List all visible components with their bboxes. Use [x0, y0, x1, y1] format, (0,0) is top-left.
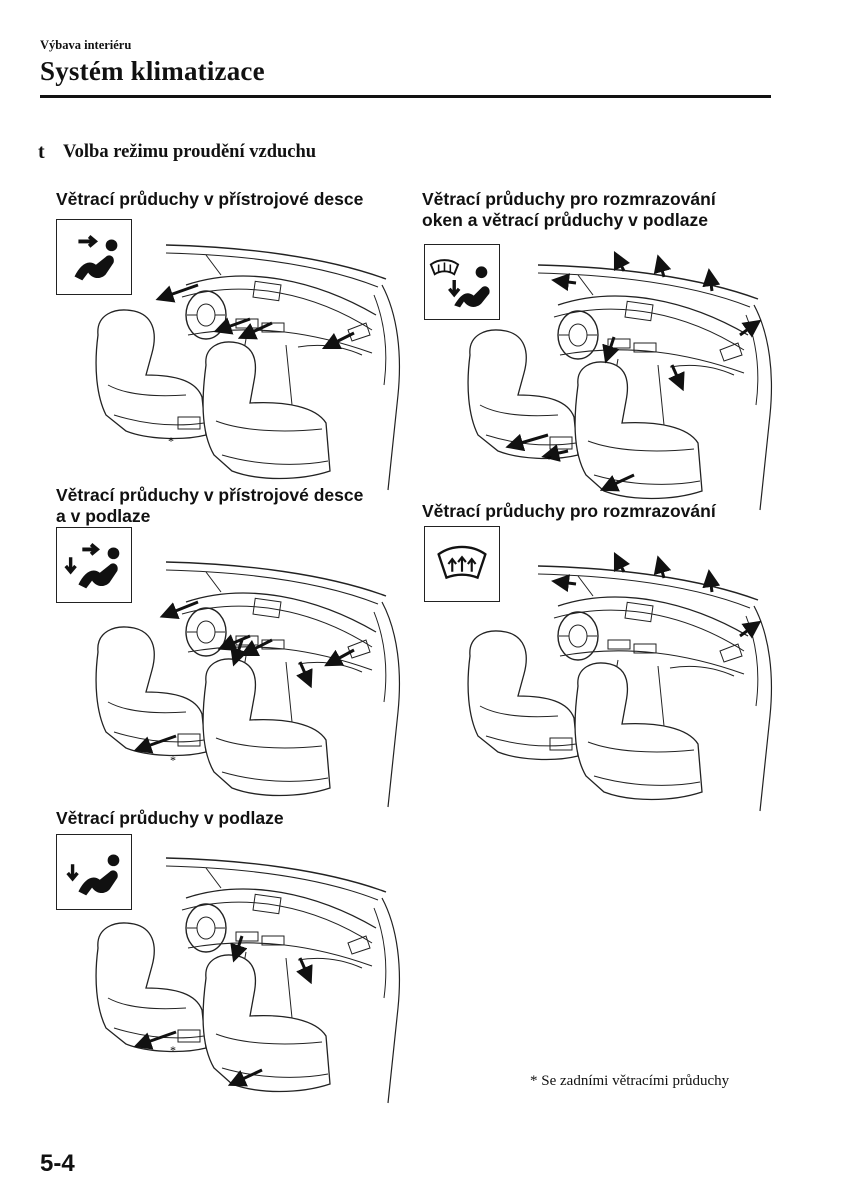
mode-caption-defrost-floor: Větrací průduchy pro rozmrazování oken a…	[422, 189, 716, 231]
mode-caption-defrost: Větrací průduchy pro rozmrazování	[422, 501, 716, 522]
caption-line: Větrací průduchy v podlaze	[56, 808, 284, 829]
section-bullet: t	[38, 141, 45, 164]
page-title: Systém klimatizace	[40, 56, 265, 87]
mode-caption-floor: Větrací průduchy v podlaze	[56, 808, 284, 829]
caption-line: Větrací průduchy pro rozmrazování	[422, 501, 716, 522]
caption-line: Větrací průduchy pro rozmrazování	[422, 189, 716, 210]
caption-line: Větrací průduchy v přístrojové desce	[56, 189, 363, 210]
caption-line: a v podlaze	[56, 506, 363, 527]
rear-vent-asterisk: *	[546, 452, 552, 466]
title-divider	[40, 95, 771, 98]
breadcrumb: Výbava interiéru	[40, 38, 131, 53]
rear-vent-asterisk: *	[168, 434, 174, 448]
caption-line: oken a větrací průduchy v podlaze	[422, 210, 716, 231]
page-number: 5-4	[40, 1150, 75, 1178]
section-title: Volba režimu proudění vzduchu	[63, 142, 316, 163]
footnote: * Se zadními větracími průduchy	[530, 1073, 729, 1090]
caption-line: Větrací průduchy v přístrojové desce	[56, 485, 363, 506]
mode-caption-face: Větrací průduchy v přístrojové desce	[56, 189, 363, 210]
mode-caption-face-floor: Větrací průduchy v přístrojové desce a v…	[56, 485, 363, 527]
rear-vent-asterisk: *	[170, 1043, 176, 1057]
car-interior-illustration: *	[86, 552, 386, 812]
car-interior-illustration: *	[86, 848, 386, 1108]
car-interior-illustration	[458, 556, 758, 816]
rear-vent-asterisk: *	[170, 753, 176, 767]
car-interior-illustration: *	[458, 255, 758, 515]
car-interior-illustration: *	[86, 235, 386, 495]
